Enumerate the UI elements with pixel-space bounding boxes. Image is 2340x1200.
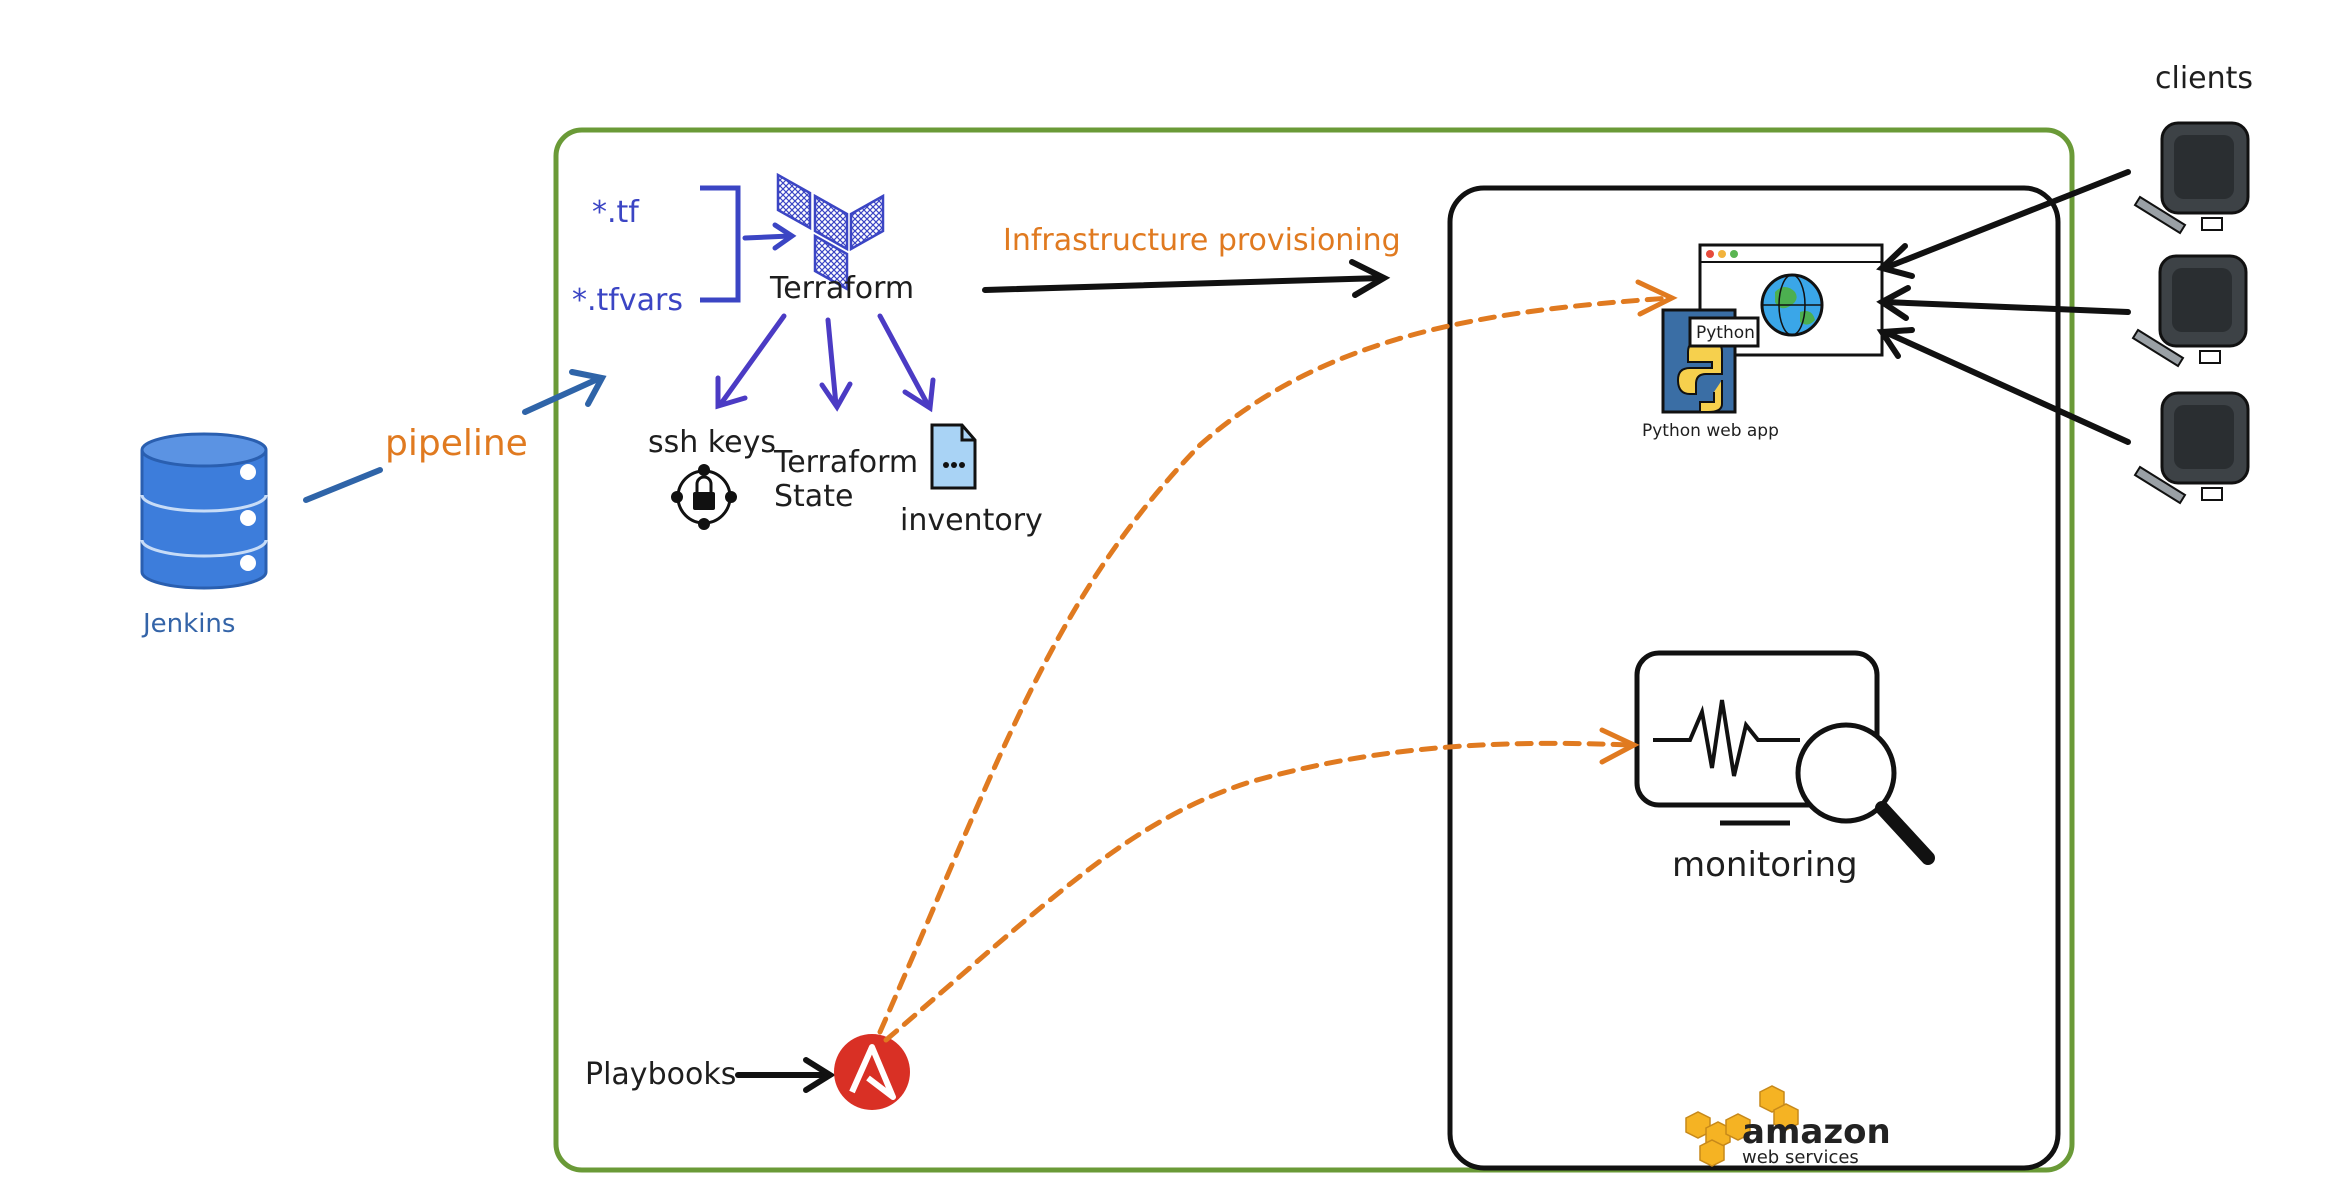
python-badge-label: Python: [1696, 323, 1755, 343]
webapp-arrowhead: [1635, 279, 1678, 317]
terraform-output-arrows: [715, 313, 936, 413]
jenkins-database-icon: [140, 432, 268, 590]
jenkins-label: Jenkins: [141, 609, 235, 639]
client-computer-icon: [2133, 121, 2250, 235]
aws-brand-text: amazon: [1742, 1112, 1891, 1152]
input-bracket: [700, 185, 741, 303]
bracket-arrow: [742, 222, 797, 251]
playbooks-label: Playbooks: [585, 1057, 736, 1092]
python-icon: [1661, 308, 1737, 414]
terraform-state-label-line1: Terraform: [773, 445, 918, 480]
aws-logo-icon: amazon web services: [1685, 1085, 1891, 1168]
client-computer-icon: [2133, 391, 2250, 505]
playbooks-arrow: [735, 1057, 836, 1093]
provisioning-arrow: [982, 259, 1391, 298]
ansible-logo-icon: [834, 1034, 910, 1110]
python-web-app-label: Python web app: [1642, 421, 1779, 441]
python-badge: Python: [1688, 316, 1760, 348]
clients-label: clients: [2155, 61, 2253, 96]
ssh-keys-icon: [671, 464, 737, 530]
globe-browser-icon: [1698, 243, 1884, 357]
aws-boundary: [1447, 185, 2061, 1171]
outer-boundary: [553, 127, 2075, 1173]
monitoring-label: monitoring: [1672, 845, 1858, 885]
terraform-logo-icon: [776, 172, 885, 292]
client-computer-icon: [2131, 254, 2248, 368]
terraform-label: Terraform: [769, 271, 914, 306]
monitoring-arrowhead: [1599, 727, 1640, 765]
pipeline-label: pipeline: [385, 423, 528, 464]
tf-files-label: *.tf: [592, 195, 640, 230]
inventory-file-icon: [930, 423, 977, 490]
tfvars-files-label: *.tfvars: [572, 283, 683, 318]
magnifier-icon: [1795, 722, 1935, 865]
ansible-to-monitoring-arrow: [883, 740, 1633, 1043]
terraform-state-label-line2: State: [774, 479, 853, 514]
pipeline-arrow: [303, 369, 607, 503]
aws-sub-text: web services: [1742, 1147, 1859, 1168]
inventory-label: inventory: [900, 503, 1043, 538]
client-arrows: [1876, 169, 2131, 445]
infrastructure-provisioning-label: Infrastructure provisioning: [1003, 223, 1401, 258]
ansible-to-webapp-arrow: [877, 295, 1673, 1035]
ssh-keys-label: ssh keys: [648, 425, 776, 460]
